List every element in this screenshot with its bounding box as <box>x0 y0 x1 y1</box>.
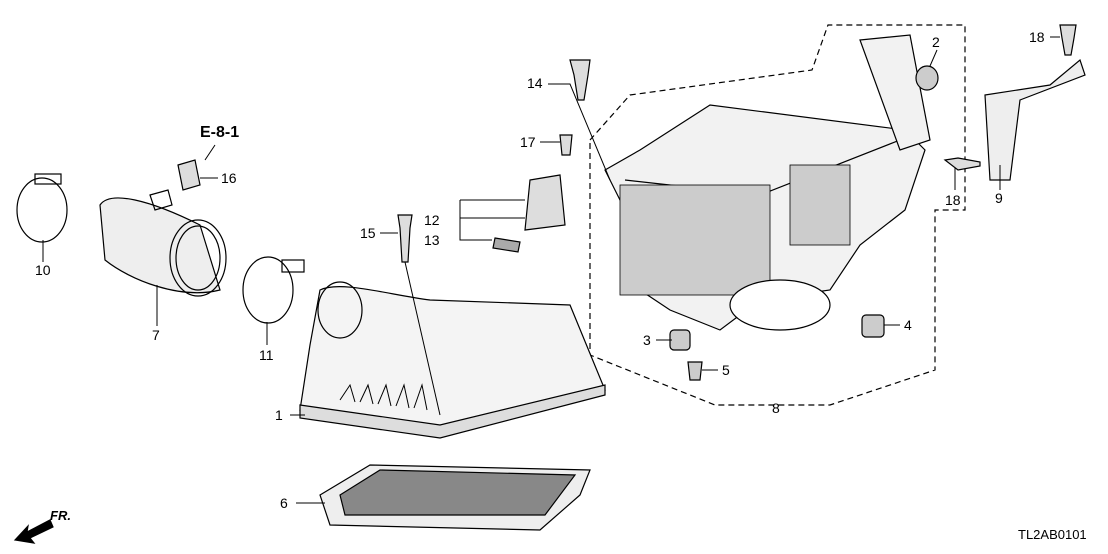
air-filter-element-6 <box>319 464 591 531</box>
callout-18-side: 18 <box>945 192 961 208</box>
air-cleaner-housing-8 <box>604 34 931 331</box>
bolt-18-top <box>1059 24 1077 56</box>
front-arrow-icon <box>13 519 54 544</box>
screw-17 <box>559 134 573 156</box>
callout-3: 3 <box>643 332 651 348</box>
air-cleaner-lower-1 <box>299 281 606 439</box>
gasket-13 <box>492 237 521 253</box>
callout-18-top: 18 <box>1029 29 1045 45</box>
callout-17: 17 <box>520 134 536 150</box>
collar-5 <box>687 361 703 381</box>
callout-7: 7 <box>152 327 160 343</box>
clip-16 <box>177 159 201 191</box>
clamp-10 <box>16 177 68 243</box>
callout-15: 15 <box>360 225 376 241</box>
callout-5: 5 <box>722 362 730 378</box>
callout-16: 16 <box>221 170 237 186</box>
reference-link-e-8-1[interactable]: E-8-1 <box>200 124 240 141</box>
bolt-15 <box>397 214 413 263</box>
callout-2: 2 <box>932 34 940 50</box>
diagram-code: TL2AB0101 <box>1018 527 1087 542</box>
intake-tube-7 <box>99 189 227 297</box>
bracket-9 <box>984 58 1086 181</box>
callout-11: 11 <box>259 347 274 363</box>
callout-14: 14 <box>527 75 543 91</box>
assembly-outline-8 <box>589 24 966 406</box>
clamp-11 <box>242 256 294 324</box>
callout-8: 8 <box>772 400 780 416</box>
callout-9: 9 <box>995 190 1003 206</box>
grommet-2 <box>915 65 939 91</box>
front-direction-label: FR. <box>50 508 71 523</box>
mount-3 <box>669 329 691 351</box>
callout-6: 6 <box>280 495 288 511</box>
callout-1: 1 <box>275 407 283 423</box>
bolt-14 <box>569 59 591 101</box>
bolt-18-side <box>943 157 981 171</box>
sensor-12 <box>524 174 566 231</box>
callout-4: 4 <box>904 317 912 333</box>
callout-13: 13 <box>424 232 440 248</box>
mount-4 <box>861 314 885 338</box>
callout-10: 10 <box>35 262 51 278</box>
callout-12: 12 <box>424 212 440 228</box>
